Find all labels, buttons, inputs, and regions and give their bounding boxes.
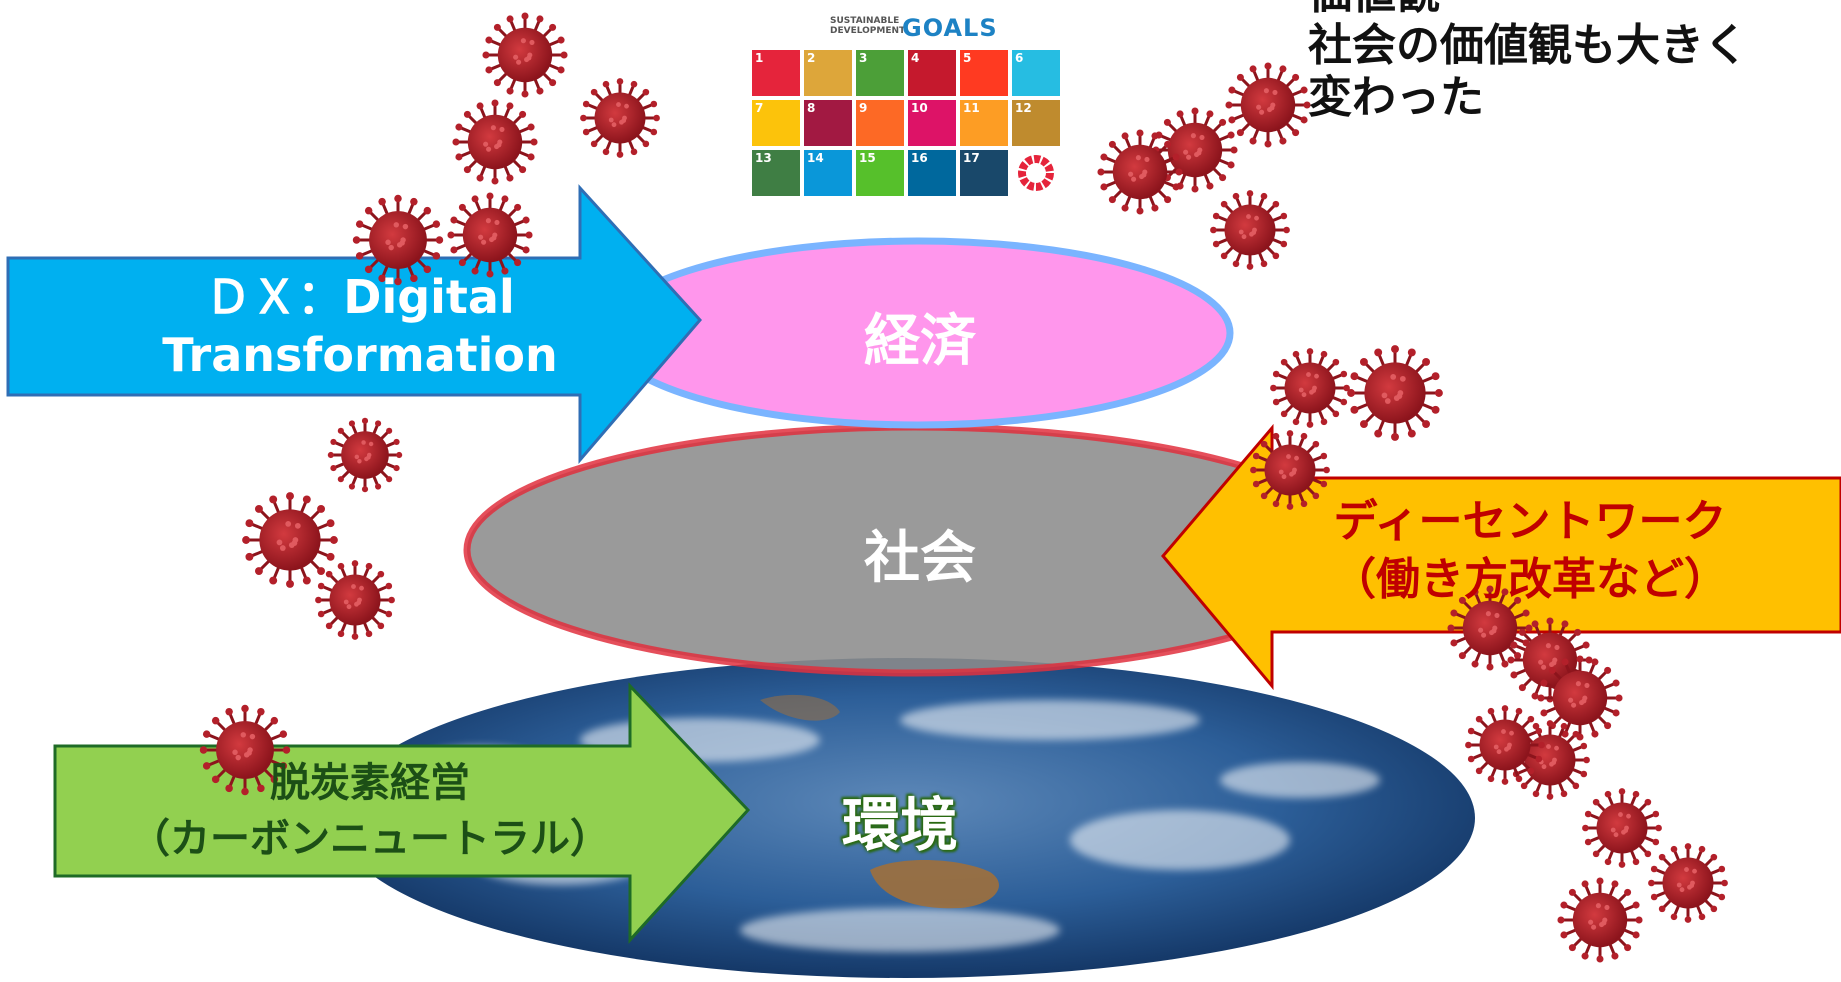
virus-icon [482,12,568,98]
sdg-goal-tile: 11 [960,100,1008,146]
sdg-goal-number: 12 [1015,101,1032,115]
sdg-goal-tile: 10 [908,100,956,146]
sdg-goal-number: 2 [807,51,816,65]
sdg-goal-tile: 12 [1012,100,1060,146]
sdg-goal-number: 10 [911,101,928,115]
environment-label: 環境 [841,791,958,859]
top-note-line-2: 社会の価値観も大きく [1308,20,1748,71]
sdg-goal-tile: 13 [752,150,800,196]
top-note-line-1: 価値観 [1308,0,1841,20]
sdg-goal-tile: 3 [856,50,904,96]
top-note: 価値観 社会の価値観も大きく 変わった [1308,0,1841,124]
virus-icon [1648,843,1728,923]
sdgs-title-small-2: DEVELOPMENT [830,26,906,36]
carbon-neutral-label: 脱炭素経営 （カーボンニュートラル） [40,755,700,867]
sdg-goal-tile: 15 [856,150,904,196]
virus-icon [1582,788,1662,868]
sdg-goal-tile: 14 [804,150,852,196]
society-label: 社会 [864,526,976,591]
virus-icon [1447,585,1533,671]
virus-icon [1097,129,1183,215]
virus-icon [1152,107,1238,193]
virus-icon [580,78,660,158]
sdg-goal-tile: 8 [804,100,852,146]
carbon-neutral-line-1: 脱炭素経営 [270,760,470,806]
sdg-goal-number: 8 [807,101,816,115]
sdg-goal-tile: 9 [856,100,904,146]
virus-icon [1537,655,1623,741]
dx-label-line-2: Transformation [162,328,558,382]
dx-arrow [6,184,703,465]
virus-icon [1557,877,1643,963]
sdg-goal-number: 9 [859,101,868,115]
sdg-goal-number: 17 [963,151,980,165]
sdgs-title-big: GOALS [902,14,998,42]
virus-icon [1225,62,1311,148]
sdg-goal-tile: 4 [908,50,956,96]
sdgs-title: SUSTAINABLE DEVELOPMENT GOALS [752,6,997,46]
decent-work-label: ディーセントワーク （働き方改革など） [1220,493,1840,609]
virus-icon [1347,345,1443,441]
sdg-goal-number: 7 [755,101,764,115]
sdg-goal-number: 11 [963,101,980,115]
virus-icon [1465,705,1545,785]
virus-icon [242,492,338,588]
sdg-goal-tile: 1 [752,50,800,96]
sdgs-title-small-1: SUSTAINABLE [830,16,900,26]
sdg-goal-number: 5 [963,51,972,65]
sdg-goal-tile: 5 [960,50,1008,96]
sdg-goal-number: 14 [807,151,824,165]
sdg-goal-tile: 17 [960,150,1008,196]
decent-work-line-1: ディーセントワーク [1333,496,1727,547]
sdg-goal-number: 13 [755,151,772,165]
virus-icon [199,704,291,796]
sdg-goal-number: 15 [859,151,876,165]
virus-icon [1270,348,1350,428]
virus-icon [1210,190,1290,270]
virus-icon [352,194,444,286]
sdg-goal-number: 4 [911,51,920,65]
virus-icon [315,560,395,640]
virus-icon [327,417,403,493]
sdg-goal-tile: 6 [1012,50,1060,96]
virus-group [199,12,1728,963]
sdg-goal-tile: 16 [908,150,956,196]
decent-work-line-2: （働き方改革など） [1332,554,1728,605]
virus-icon [452,99,538,185]
economy-label: 経済 [864,309,976,374]
sdg-goal-number: 16 [911,151,928,165]
sdg-wheel-tile [1012,150,1060,196]
dx-label-line-1: ＤＸ：Digital [205,270,515,324]
sdg-goal-number: 3 [859,51,868,65]
sdg-goal-tile: 2 [804,50,852,96]
virus-icon [1250,430,1330,510]
virus-icon [447,192,533,278]
sdg-goal-tile: 7 [752,100,800,146]
sdg-goal-number: 6 [1015,51,1024,65]
carbon-neutral-line-2: （カーボンニュートラル） [130,816,610,862]
sdg-goal-number: 1 [755,51,764,65]
sdg-wheel-icon [1018,155,1054,191]
dx-label: ＤＸ：Digital Transformation [40,268,680,384]
top-note-line-3: 変わった [1308,72,1484,123]
